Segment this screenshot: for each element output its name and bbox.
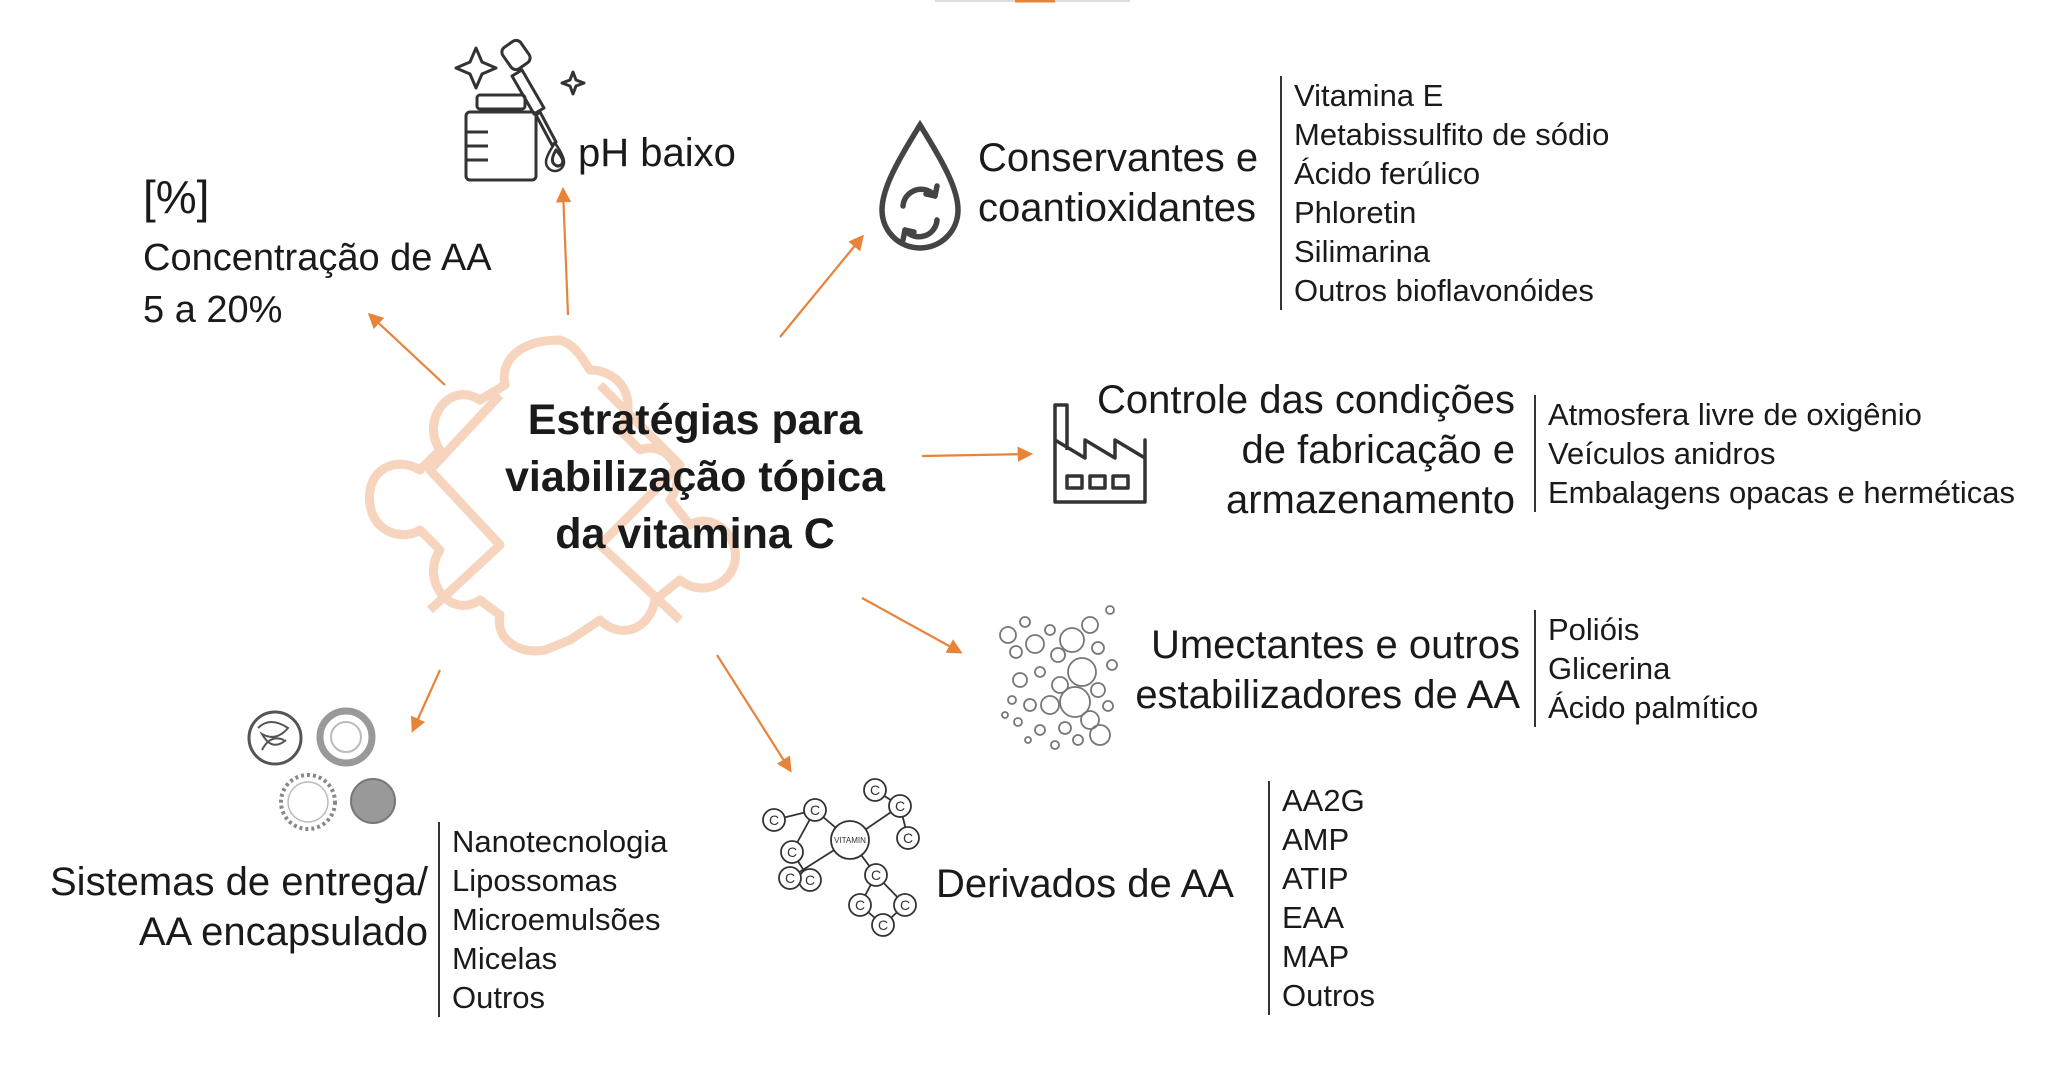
sistemas-line-1: Sistemas de entrega/ — [50, 860, 428, 904]
list-item: AA2G — [1282, 783, 1365, 818]
vitamin-c-letter: C — [810, 802, 820, 818]
list-item: Atmosfera livre de oxigênio — [1548, 397, 1922, 432]
vitamin-hub — [830, 820, 870, 860]
list-item: Outros bioflavonóides — [1294, 273, 1594, 308]
vitamin-c-letter: C — [871, 867, 881, 883]
vitamin-c-letter: C — [785, 870, 795, 886]
list-item: AMP — [1282, 822, 1350, 857]
central-topic: Estratégias para viabilização tópica da … — [440, 392, 950, 563]
list-item: Vitamina E — [1294, 78, 1444, 113]
list-item: Microemulsões — [452, 902, 661, 937]
central-topic-line-1: Estratégias para — [527, 396, 863, 444]
vitamin-c-node — [863, 778, 887, 802]
vitamin-c-node — [803, 798, 827, 822]
arrow-to-umectantes — [861, 597, 963, 654]
list-item: Silimarina — [1294, 234, 1431, 269]
vitamin-c-node — [778, 866, 802, 890]
concentration-line-2: 5 a 20% — [143, 289, 283, 331]
conservantes-heading: Conservantes e coantioxidantes — [978, 133, 1258, 233]
microemulsion-icon — [350, 778, 396, 824]
sistemas-list: Nanotecnologia Lipossomas Microemulsões … — [438, 822, 667, 1017]
list-item: Polióis — [1548, 612, 1640, 647]
list-item: Outros — [452, 980, 546, 1015]
central-topic-line-2: viabilização tópica — [505, 453, 885, 501]
arrow-to-sistemas — [411, 669, 442, 733]
list-item: Micelas — [452, 941, 558, 976]
arrow-to-concentration — [367, 312, 446, 386]
conservantes-line-1: Conservantes e — [978, 136, 1259, 180]
concentration-label: Concentração de AA 5 a 20% — [143, 232, 492, 336]
list-item: MAP — [1282, 939, 1350, 974]
list-item: Metabissulfito de sódio — [1294, 117, 1610, 152]
vitamin-c-node — [780, 840, 804, 864]
list-item: Lipossomas — [452, 863, 618, 898]
bubbles-icon — [999, 605, 1118, 750]
vitamin-c-node — [762, 808, 786, 832]
controle-line-2: de fabricação e — [1241, 428, 1515, 472]
arrow-to-conservantes — [779, 234, 864, 338]
vitamin-c-letter: C — [870, 782, 880, 798]
derivados-heading: Derivados de AA — [936, 859, 1234, 909]
list-item: Ácido palmítico — [1548, 690, 1759, 725]
percent-symbol: [%] — [143, 171, 210, 223]
umectantes-line-1: Umectantes e outros — [1150, 623, 1520, 667]
arrow-to-ph — [555, 186, 572, 316]
vitamin-c-letter: C — [895, 798, 905, 814]
vitamin-c-node — [896, 826, 920, 850]
vitamin-hub-label: VITAMIN — [834, 836, 866, 845]
vitamin-c-letter: C — [900, 897, 910, 913]
drop-recycle-icon — [879, 119, 961, 251]
arrow-to-derivados — [716, 654, 792, 773]
serum-bottle-icon — [454, 38, 586, 182]
concentration-line-1: Concentração de AA — [143, 237, 492, 279]
list-item: Outros — [1282, 978, 1376, 1013]
list-item: Nanotecnologia — [452, 824, 668, 859]
conservantes-line-2: coantioxidantes — [978, 186, 1256, 230]
list-item: ATIP — [1282, 861, 1349, 896]
vitamin-c-letter: C — [855, 897, 865, 913]
drop-icon — [544, 140, 566, 173]
vitamin-c-node — [864, 863, 888, 887]
list-item: Phloretin — [1294, 195, 1417, 230]
sistemas-heading: Sistemas de entrega/ AA encapsulado — [20, 857, 428, 957]
umectantes-list: Polióis Glicerina Ácido palmítico — [1534, 610, 1758, 727]
controle-list: Atmosfera livre de oxigênio Veículos ani… — [1534, 395, 2015, 512]
vitamin-c-letter: C — [769, 812, 779, 828]
vitamin-c-node — [871, 913, 895, 937]
arrow-to-controle — [921, 446, 1034, 462]
arrows — [367, 186, 1034, 773]
vitamin-c-letter: C — [805, 872, 815, 888]
vitamin-c-node — [888, 794, 912, 818]
controle-line-3: armazenamento — [1225, 478, 1515, 522]
nanoparticle-icons — [247, 707, 396, 831]
list-item: EAA — [1282, 900, 1345, 935]
vitamin-c-letter: C — [903, 830, 913, 846]
ph-label: pH baixo — [578, 131, 736, 175]
central-topic-line-3: da vitamina C — [555, 510, 835, 558]
list-item: Embalagens opacas e herméticas — [1548, 475, 2015, 510]
umectantes-heading: Umectantes e outros estabilizadores de A… — [1110, 620, 1520, 720]
list-item: Glicerina — [1548, 651, 1671, 686]
sistemas-line-2: AA encapsulado — [138, 910, 428, 954]
derivados-label: Derivados de AA — [936, 862, 1234, 906]
list-item: Ácido ferúlico — [1294, 156, 1481, 191]
controle-heading: Controle das condições de fabricação e a… — [1060, 375, 1515, 525]
factory-icon — [1053, 403, 1147, 504]
puzzle-piece-icon — [365, 335, 740, 656]
vitamin-c-letter: C — [787, 844, 797, 860]
derivados-list: AA2G AMP ATIP EAA MAP Outros — [1268, 781, 1375, 1015]
conservantes-list: Vitamina E Metabissulfito de sódio Ácido… — [1280, 76, 1609, 310]
vitamin-c-node — [848, 893, 872, 917]
umectantes-line-2: estabilizadores de AA — [1135, 673, 1520, 717]
controle-line-1: Controle das condições — [1096, 378, 1515, 422]
list-item: Veículos anidros — [1548, 436, 1776, 471]
vitamin-c-node — [893, 893, 917, 917]
vitamin-c-letter: C — [878, 917, 888, 933]
